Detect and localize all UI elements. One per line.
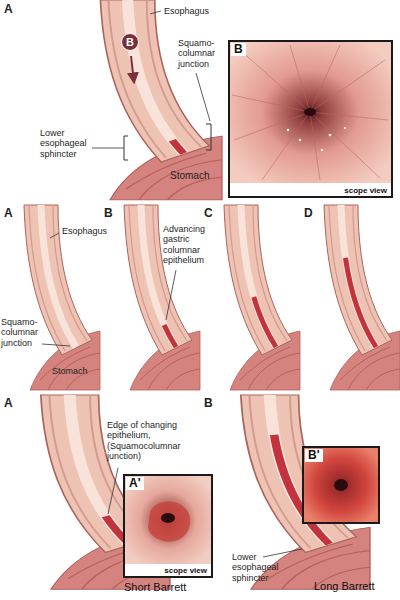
scope-inset: Bscope view	[228, 40, 393, 198]
scope-image	[230, 42, 391, 183]
part-label: Edge of changing epithelium, (Squamocolu…	[107, 420, 195, 461]
part-label: Esophagus	[164, 6, 209, 16]
scope-inset: B'	[302, 446, 380, 524]
part-label: Advancing gastric columnar epithelium	[163, 224, 207, 265]
caption-label: Long Barrett	[314, 580, 375, 593]
lumen-opening	[161, 513, 175, 523]
panel-letter: B	[204, 397, 213, 411]
columnar-epithelium	[341, 205, 376, 347]
view-letter: B'	[305, 449, 323, 462]
view-letter: A'	[126, 477, 144, 490]
leader-line	[196, 73, 210, 121]
bracket	[124, 136, 128, 160]
panel-letter: A	[4, 397, 13, 411]
view-arrow	[131, 56, 134, 82]
part-label: Lower esophageal sphincter	[40, 128, 95, 159]
part-label: Esophagus	[62, 226, 107, 236]
part-label: Stomach	[170, 170, 209, 182]
caption-strip	[125, 564, 211, 576]
mucosal-fold	[232, 45, 388, 180]
light-reflection	[344, 127, 346, 129]
lumen-opening	[304, 108, 316, 116]
view-letter: B	[126, 37, 134, 48]
marker-circle: B	[121, 33, 139, 51]
light-reflection	[329, 134, 332, 137]
panel-letter: D	[304, 207, 313, 221]
panel-letter: A	[4, 207, 13, 221]
light-reflection	[287, 129, 290, 132]
esophagus-stomach	[224, 205, 300, 390]
caption-strip	[230, 183, 391, 196]
leader-line	[50, 233, 59, 238]
columnar-epithelium	[241, 205, 276, 347]
light-reflection	[321, 149, 323, 151]
part-label: Squamo-columnar junction	[178, 38, 228, 69]
panel-letter: B	[104, 207, 113, 221]
caption-label: Short Barrett	[124, 581, 186, 594]
scope-inset: A' scope view	[123, 474, 213, 578]
lumen-opening	[334, 479, 348, 491]
leader-line	[263, 549, 302, 557]
panel-letter: A	[4, 3, 13, 17]
part-label: Lower esophageal sphincter	[232, 552, 284, 583]
columnar-epithelium	[128, 0, 184, 153]
bracket	[206, 124, 211, 150]
leader-line	[42, 344, 70, 346]
view-letter: B	[231, 43, 246, 56]
scope-caption: scope view	[342, 187, 389, 196]
barrett-epithelium	[70, 395, 129, 544]
leader-line	[166, 270, 176, 320]
part-label: Stomach	[52, 366, 88, 376]
barrett-patch	[148, 502, 190, 542]
panel-letter: C	[204, 207, 213, 221]
esophagus-stomach	[100, 0, 222, 200]
esophagus-stomach	[324, 205, 400, 390]
leader-line	[108, 468, 118, 514]
scope-caption: scope view	[162, 567, 209, 576]
scope-image	[125, 476, 211, 564]
part-label: Squamo-columnar junction	[1, 317, 41, 348]
leader-line	[92, 148, 124, 149]
scope-image	[304, 448, 378, 522]
leader-line	[150, 11, 161, 14]
light-reflection	[299, 139, 301, 141]
